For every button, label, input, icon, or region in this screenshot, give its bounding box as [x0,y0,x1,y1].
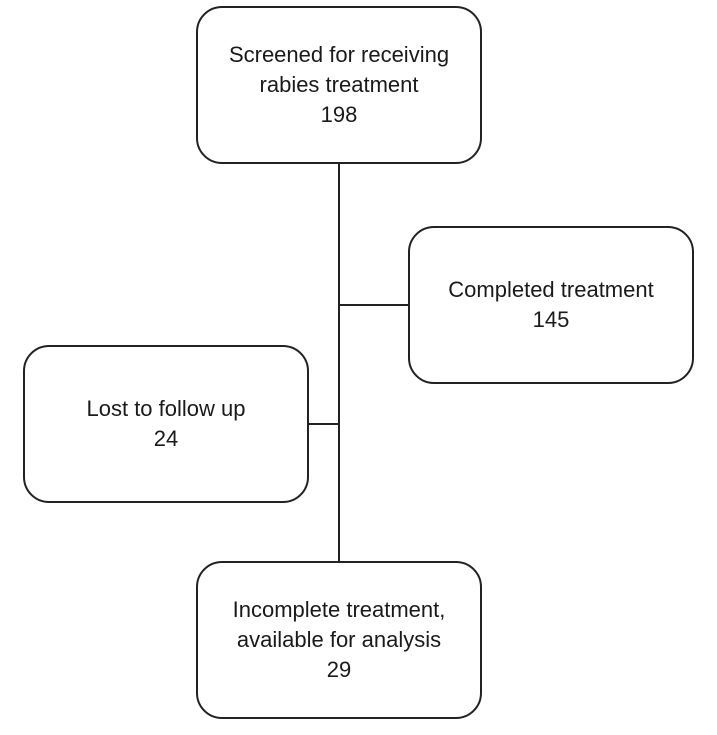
incomplete-count: 29 [326,657,352,682]
completed-label: Completed treatment [448,277,654,302]
screened-label-line-1: Screened for receiving [228,42,450,67]
incomplete-box: Incomplete treatment, available for anal… [196,561,482,719]
screened-count: 198 [320,102,358,127]
lost-count: 24 [153,426,179,451]
screened-label-line-2: rabies treatment [259,72,419,97]
incomplete-label-line-2: available for analysis [236,627,442,652]
screened-box: Screened for receiving rabies treatment … [196,6,482,164]
lost-label: Lost to follow up [86,396,246,421]
completed-count: 145 [532,307,570,332]
lost-box: Lost to follow up 24 [23,345,309,503]
incomplete-label-line-1: Incomplete treatment, [232,597,446,622]
completed-box: Completed treatment 145 [408,226,694,384]
